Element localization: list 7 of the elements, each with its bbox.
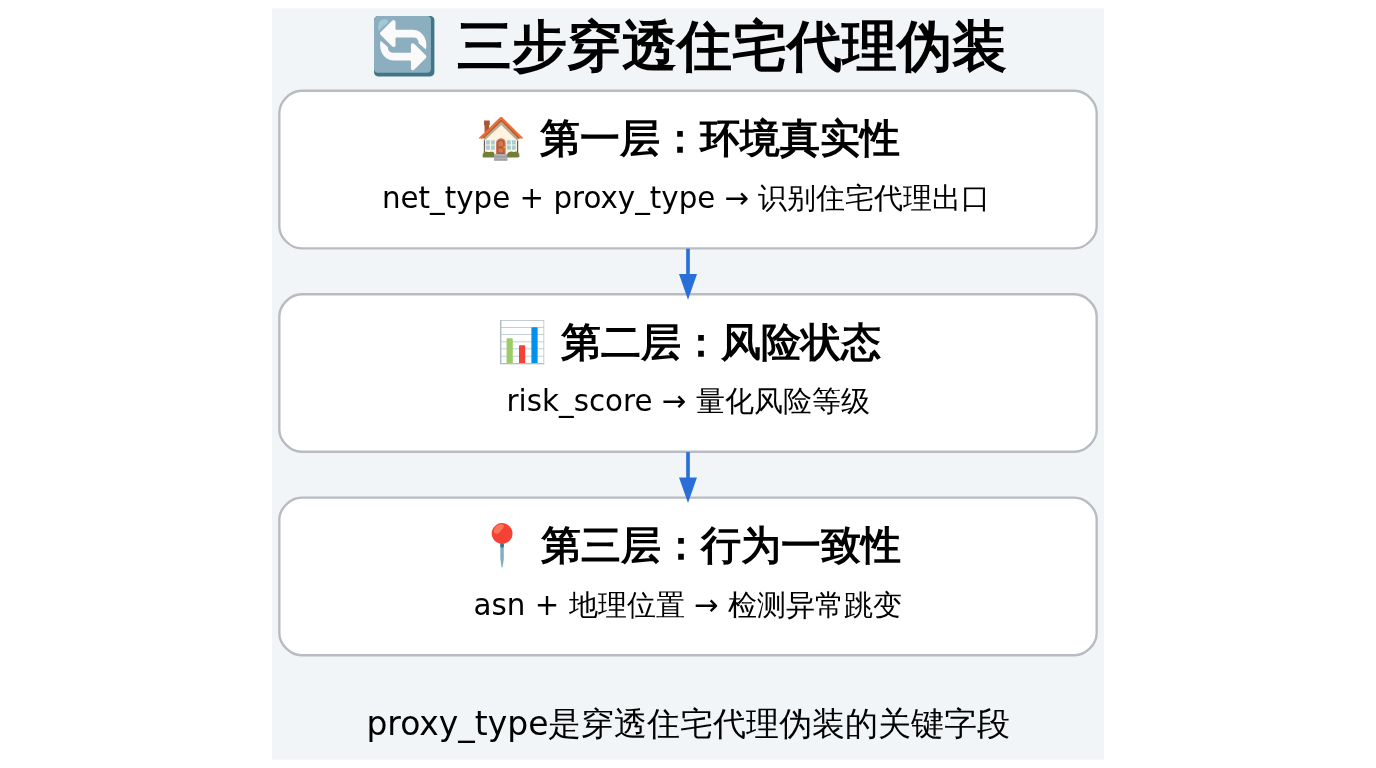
- arrow: [679, 452, 697, 504]
- node-box: 📍 第三层：行为一致性 asn + 地理位置 → 检测异常跳变: [278, 496, 1098, 657]
- arrow: [679, 248, 697, 300]
- node-box: 🏠 第一层：环境真实性 net_type + proxy_type → 识别住宅代理出口: [278, 89, 1098, 250]
- caption: proxy_type是穿透住宅代理伪装的关键字段: [366, 703, 1011, 743]
- node-box: 📊 第二层：风险状态 risk_score → 量化风险等级: [278, 293, 1098, 453]
- diagram-title: 🔄 三步穿透住宅代理伪装: [370, 14, 1008, 79]
